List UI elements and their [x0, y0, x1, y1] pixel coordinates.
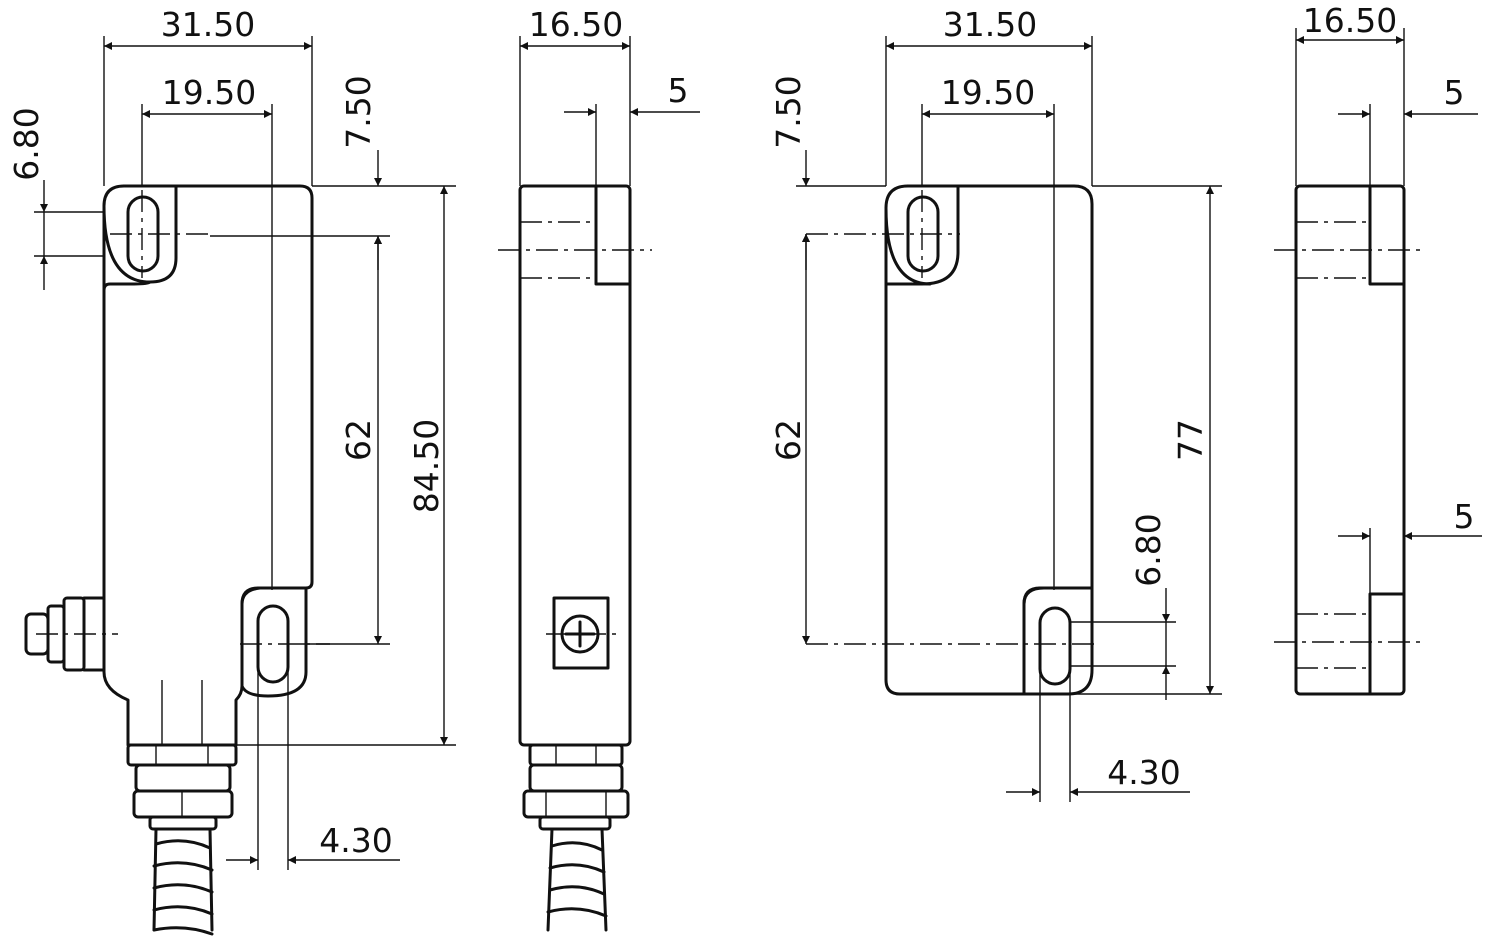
dim-sensor-flange: 5	[668, 71, 689, 110]
sensor-side-conduit	[546, 827, 608, 932]
sensor-side-screw-plate	[552, 596, 610, 670]
dim-actuator-hole-spacing: 19.50	[941, 73, 1035, 112]
actuator-side-dimensions: 16.50 5 5	[1295, 1, 1482, 594]
actuator-front-view	[806, 184, 1100, 696]
sensor-side-view	[498, 184, 652, 932]
dim-actuator-slot-width: 4.30	[1107, 753, 1180, 792]
dim-sensor-hole-spacing: 19.50	[162, 73, 256, 112]
dim-sensor-hole-distance: 62	[339, 419, 378, 461]
sensor-front-dimensions: 31.50 19.50 6.80 7.50 62 84.50 4.30	[7, 5, 456, 870]
dim-sensor-width: 31.50	[161, 5, 255, 44]
cable-conduit	[152, 827, 214, 936]
dim-actuator-depth: 16.50	[1303, 1, 1397, 40]
actuator-lower-slot	[1038, 606, 1072, 686]
dim-actuator-top-offset: 7.50	[769, 75, 808, 148]
dim-sensor-overall-height: 84.50	[407, 419, 446, 513]
dim-sensor-depth: 16.50	[529, 5, 623, 44]
dim-actuator-flange-top: 5	[1444, 73, 1465, 112]
dim-actuator-slot-length: 6.80	[1129, 513, 1168, 586]
actuator-side-view	[1274, 184, 1424, 696]
sensor-side-dimensions: 16.50 5	[519, 5, 700, 186]
dim-actuator-width: 31.50	[943, 5, 1037, 44]
actuator-body-outline	[884, 184, 1094, 696]
actuator-front-dimensions: 31.50 19.50 7.50 62 77 6.80 4.30	[769, 5, 1222, 802]
dim-actuator-hole-distance: 62	[769, 419, 808, 461]
dim-sensor-slot-width: 4.30	[319, 821, 392, 860]
actuator-side-body	[1294, 184, 1406, 696]
dim-sensor-top-offset: 7.50	[339, 75, 378, 148]
cable-gland-nut	[126, 743, 238, 767]
dim-sensor-slot-length: 6.80	[7, 107, 46, 180]
dim-actuator-flange-bottom: 5	[1454, 497, 1475, 536]
sensor-side-body	[518, 184, 632, 747]
dim-actuator-overall-height: 77	[1171, 419, 1210, 461]
sensor-front-view	[24, 184, 330, 936]
